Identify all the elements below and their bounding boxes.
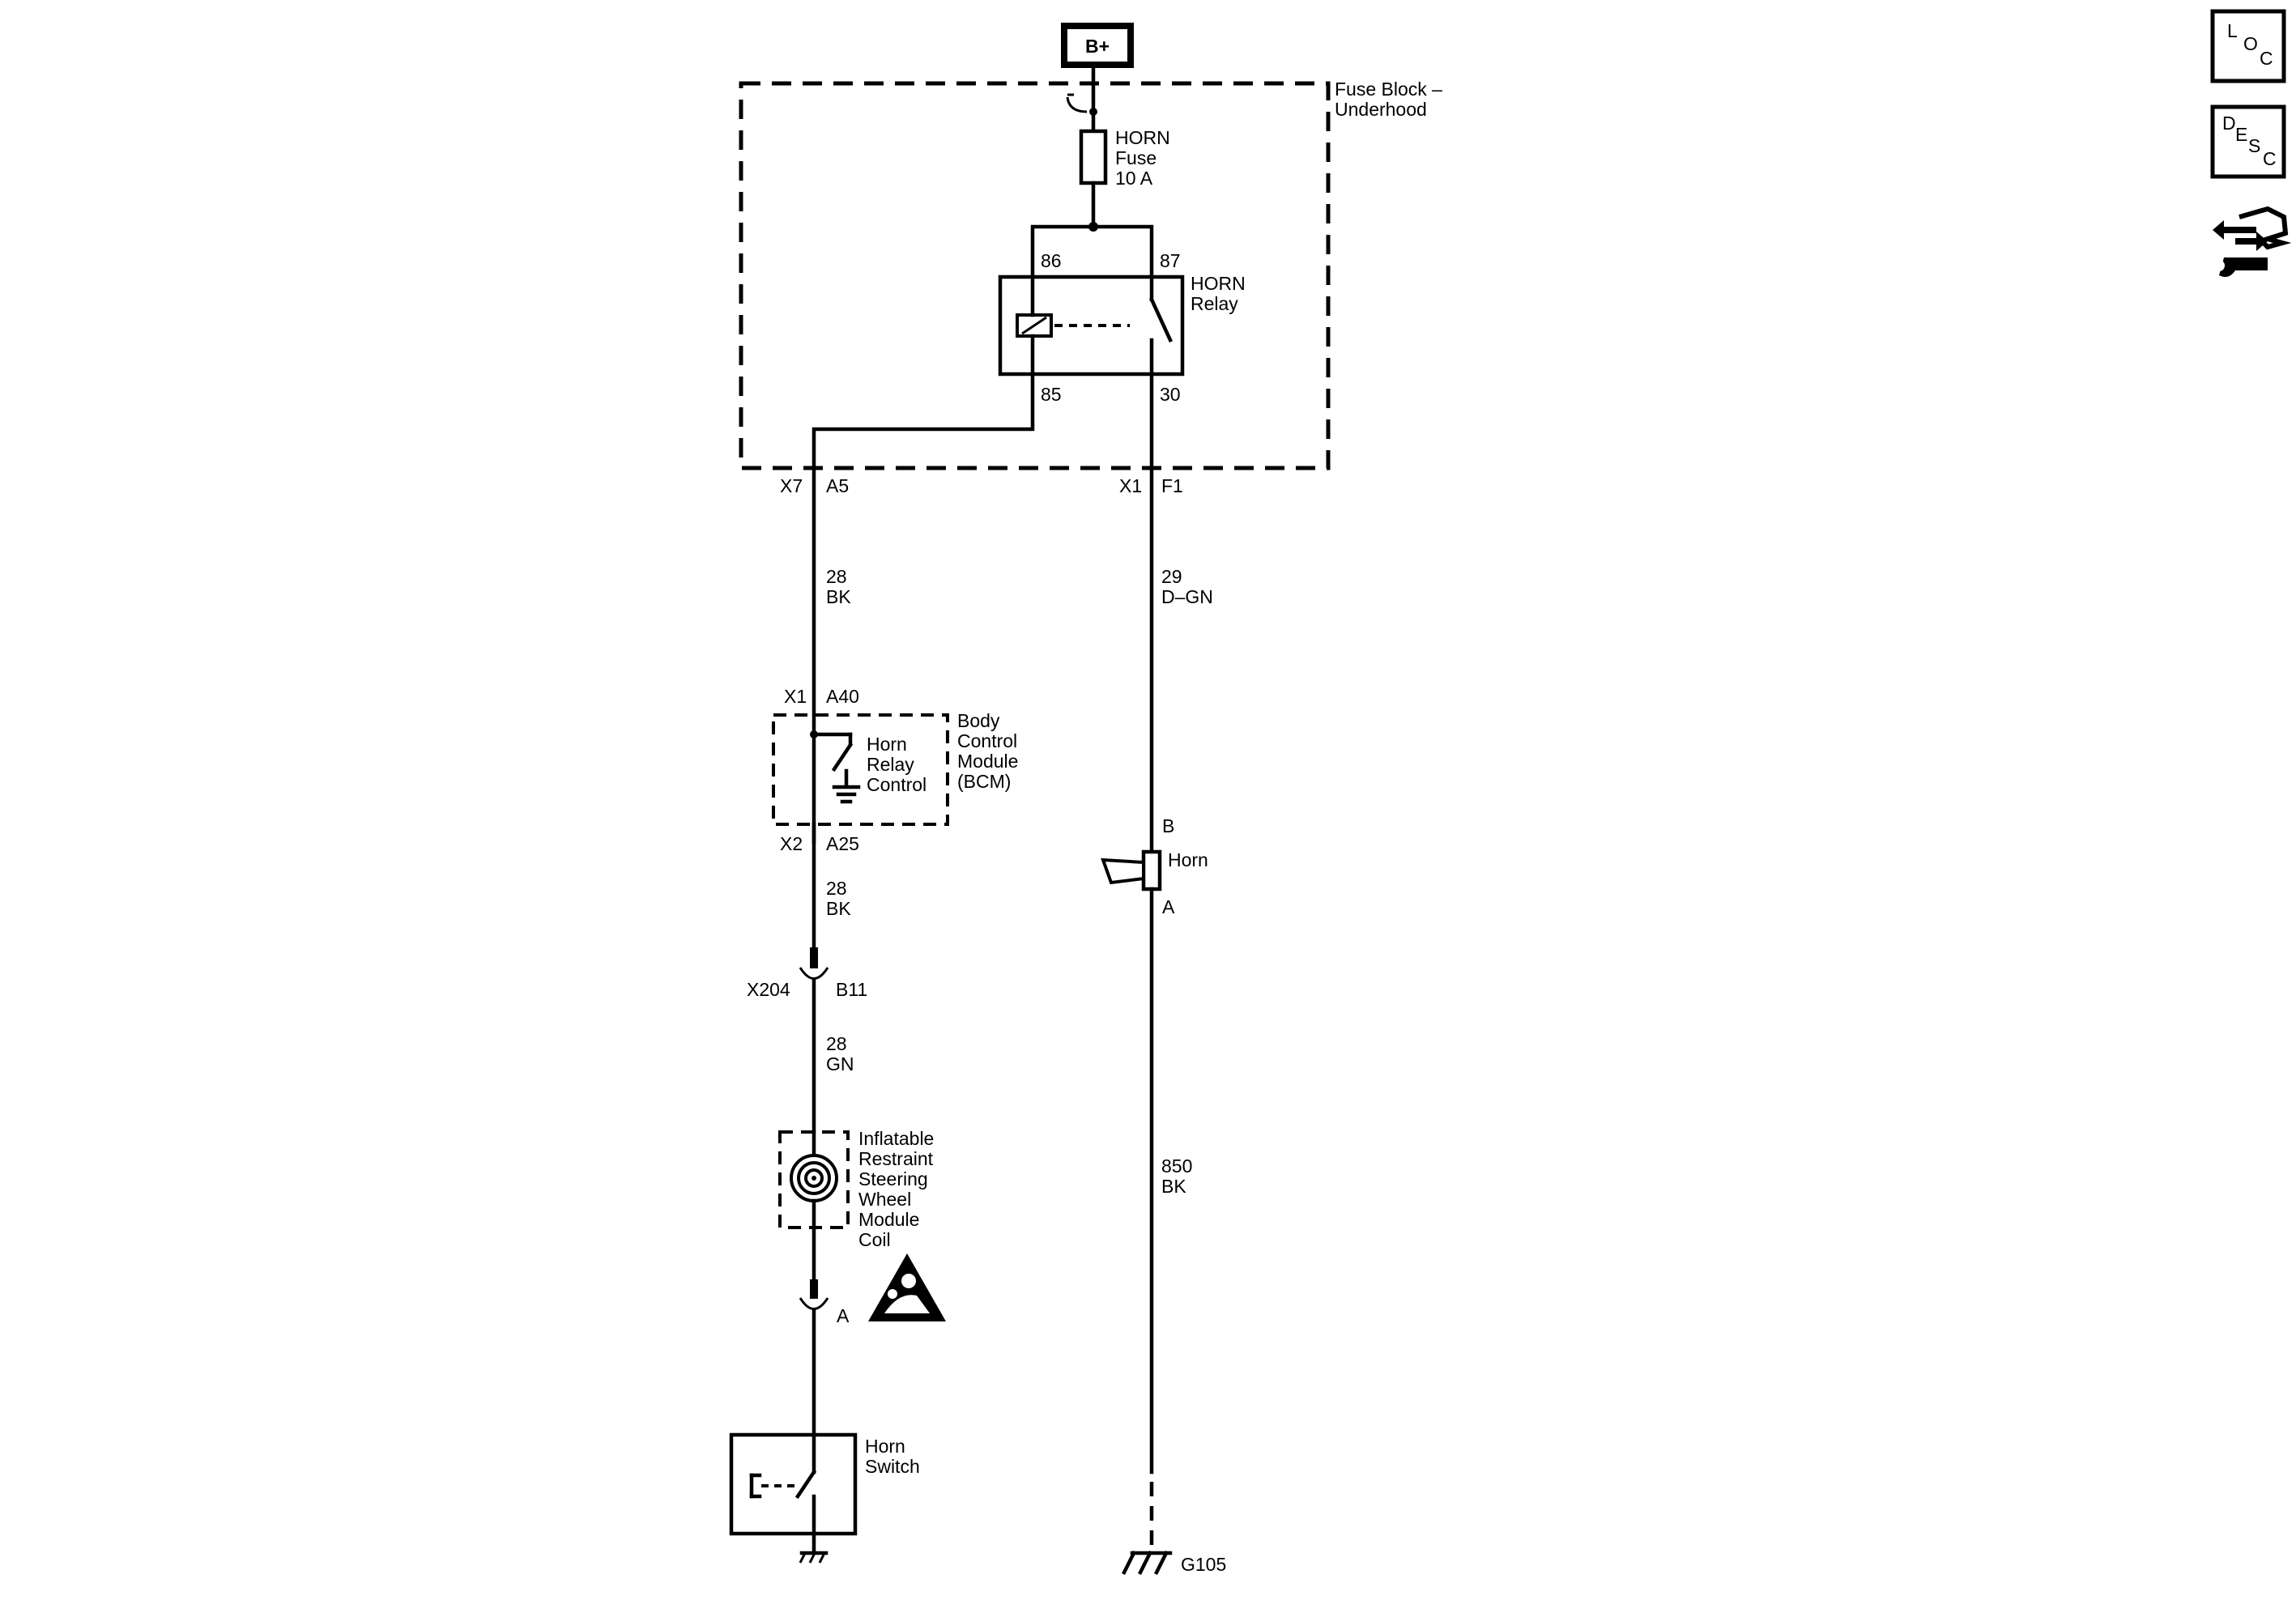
- loc-button[interactable]: L O C: [2210, 9, 2286, 83]
- relay-label-line1: HORN: [1191, 273, 1246, 294]
- bcm-label-line4: (BCM): [957, 771, 1011, 792]
- wire-28-bk-relay-to-bcm: [811, 372, 1035, 735]
- loc-letter-o: O: [2243, 33, 2258, 54]
- desc-letter-e: E: [2235, 124, 2247, 145]
- coil-label-line4: Wheel: [858, 1189, 911, 1210]
- loc-letter-c: C: [2260, 48, 2273, 69]
- horn-switch: [729, 1432, 858, 1564]
- relay-label-line2: Relay: [1191, 293, 1238, 314]
- loc-letter-l: L: [2227, 20, 2238, 41]
- connector-x204: X204: [747, 979, 790, 1000]
- fuse-label-line1: HORN: [1115, 127, 1170, 148]
- wire3-circuit: 28: [826, 878, 847, 899]
- bcm-inner-line3: Control: [867, 774, 926, 795]
- connector-a5: A5: [826, 475, 849, 496]
- horn-relay: [998, 274, 1185, 377]
- desc-letter-d: D: [2222, 113, 2236, 134]
- coil-label-line1: Inflatable: [858, 1128, 934, 1149]
- connector-x7: X7: [780, 475, 803, 496]
- wire5-circuit: 850: [1161, 1155, 1192, 1177]
- wire2-color: D–GN: [1161, 586, 1213, 607]
- connector-a25: A25: [826, 833, 859, 854]
- connector-x1-bcm: X1: [784, 686, 807, 707]
- coil-label-line5: Module: [858, 1209, 919, 1230]
- fuse-label-line2: Fuse: [1115, 147, 1157, 168]
- bcm-inner-line1: Horn: [867, 734, 907, 755]
- wire1-color: BK: [826, 586, 851, 607]
- fuse-block-boundary: [739, 81, 1331, 470]
- relay-pin-86: 86: [1041, 250, 1062, 271]
- ground-g105-icon: [1121, 1550, 1173, 1576]
- wire4-color: GN: [826, 1053, 854, 1074]
- relay-pin-85: 85: [1041, 384, 1062, 405]
- coil-label-line3: Steering: [858, 1168, 928, 1189]
- connector-x1-top: X1: [1119, 475, 1142, 496]
- bcm-label-line3: Module: [957, 751, 1018, 772]
- clockspring-coil-icon: [790, 1130, 838, 1230]
- battery-feed-wire: [1066, 62, 1097, 132]
- x204-inline-connector: [799, 947, 829, 980]
- bcm-inner-line2: Relay: [867, 754, 914, 775]
- wire5-color: BK: [1161, 1176, 1186, 1197]
- connector-repair-icon[interactable]: [2213, 206, 2292, 277]
- bcm-label-line2: Control: [957, 730, 1017, 751]
- relay-supply-wires: [1030, 224, 1154, 279]
- battery-label: B+: [1085, 36, 1110, 57]
- coil-label-line6: Coil: [858, 1229, 891, 1250]
- horn-switch-label-line1: Horn: [865, 1436, 905, 1457]
- ground-label: G105: [1181, 1554, 1226, 1575]
- horn-pin-a: A: [1162, 896, 1175, 917]
- relay-pin-87: 87: [1160, 250, 1181, 271]
- horn: [1101, 849, 1162, 891]
- connector-b11: B11: [836, 979, 867, 1000]
- connector-x2: X2: [780, 833, 803, 854]
- airbag-warning-icon: [868, 1253, 946, 1321]
- bcm-label-line1: Body: [957, 710, 1000, 731]
- desc-letter-c: C: [2263, 148, 2277, 169]
- wire1-circuit: 28: [826, 566, 847, 587]
- bcm-boundary: [772, 713, 949, 826]
- coil-label-line2: Restraint: [858, 1148, 934, 1169]
- battery-power-source: B+: [1061, 23, 1134, 68]
- horn-label: Horn: [1168, 849, 1208, 870]
- fuse-block-label-line1: Fuse Block –: [1335, 79, 1442, 100]
- horn-switch-label-line2: Switch: [865, 1456, 920, 1477]
- horn-fuse: [1079, 129, 1108, 232]
- connector-a-label: A: [837, 1305, 850, 1326]
- wire2-circuit: 29: [1161, 566, 1182, 587]
- relay-pin-30: 30: [1160, 384, 1181, 405]
- connector-f1: F1: [1161, 475, 1183, 496]
- wire3-color: BK: [826, 898, 851, 919]
- desc-letter-s: S: [2248, 135, 2260, 156]
- connector-a-inline: [799, 1279, 829, 1310]
- fuse-block-label-line2: Underhood: [1335, 99, 1427, 120]
- desc-button[interactable]: D E S C: [2210, 104, 2286, 179]
- connector-a40: A40: [826, 686, 859, 707]
- wire4-circuit: 28: [826, 1033, 847, 1054]
- fuse-label-line3: 10 A: [1115, 168, 1153, 189]
- horn-pin-b: B: [1162, 815, 1174, 836]
